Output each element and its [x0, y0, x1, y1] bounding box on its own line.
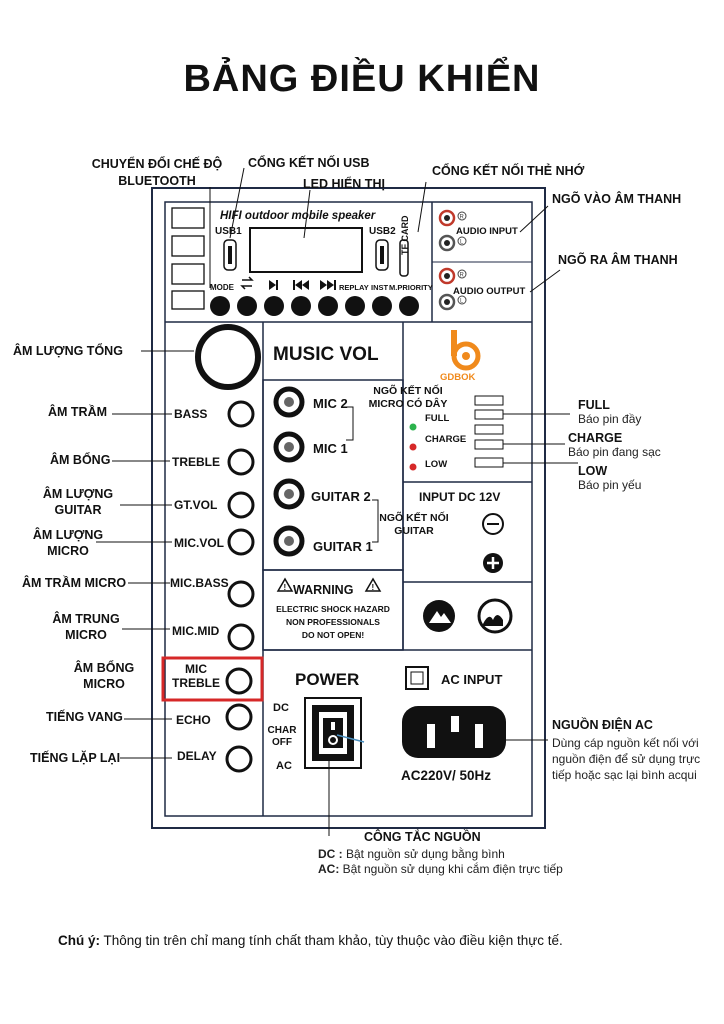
callout-guitar-in: NGÕ KẾT NỐI GUITAR: [379, 512, 449, 537]
usb1-label: USB1: [215, 226, 242, 237]
callout-treble: ÂM BỔNG: [50, 453, 111, 467]
ac-rating-label: AC220V/ 50Hz: [401, 768, 492, 783]
knob-label-bass: BASS: [174, 407, 208, 421]
jack-label-guitar1: GUITAR 1: [313, 539, 373, 554]
callout-mic-bass: ÂM TRẦM MICRO: [22, 576, 127, 590]
inst-label: INST: [371, 283, 389, 292]
knob-label-mic-treble: MIC TREBLE: [172, 662, 220, 690]
knob-label-mic-bass: MIC.BASS: [170, 576, 229, 590]
callout-bass: ÂM TRẦM: [48, 405, 108, 419]
callout-charge-title: CHARGE: [568, 431, 623, 445]
warning-line1: ELECTRIC SHOCK HAZARD: [276, 604, 390, 614]
switch-charoff-label: CHAR OFF: [267, 725, 297, 748]
brand-logo-icon: [451, 330, 481, 371]
music-vol-label: MUSIC VOL: [273, 344, 379, 365]
knob-label-gt-vol: GT.VOL: [174, 498, 218, 512]
warning-title: WARNING: [293, 583, 354, 597]
callout-usb: CỔNG KẾT NỐI USB: [248, 156, 370, 170]
footer-note: Chú ý: Thông tin trên chỉ mang tính chất…: [58, 933, 563, 948]
power-label: POWER: [295, 670, 360, 689]
callout-switch-title: CÔNG TẮC NGUỒN: [364, 830, 481, 844]
callout-master-vol: ÂM LƯỢNG TỔNG: [13, 344, 123, 358]
callout-low-desc: Báo pin yếu: [578, 478, 642, 492]
callout-delay: TIẾNG LẶP LẠI: [30, 751, 121, 765]
usb2-label: USB2: [369, 226, 396, 237]
input-jacks: [273, 386, 305, 557]
led-green: [409, 423, 417, 431]
svg-text:R: R: [460, 215, 465, 221]
warning-line3: DO NOT OPEN!: [301, 630, 365, 640]
side-knobs: [225, 400, 255, 773]
brand-name: GDBOK: [440, 372, 476, 383]
led-red-charge: [409, 443, 417, 451]
knob-label-treble: TREBLE: [172, 455, 220, 469]
tf-card-slot: [399, 239, 409, 277]
mpriority-label: M.PRIORITY: [389, 283, 433, 292]
tf-card-label: TF CARD: [400, 215, 410, 256]
switch-ac-label: AC: [276, 760, 292, 772]
gauge-icon: [477, 598, 513, 634]
knob-label-echo: ECHO: [176, 713, 211, 727]
led-label-low: LOW: [425, 459, 448, 470]
button-row: [210, 296, 419, 316]
svg-text:!: !: [284, 583, 287, 592]
svg-text:!: !: [372, 583, 375, 592]
callout-echo: TIẾNG VANG: [46, 710, 123, 724]
callout-switch-ac: AC: Bật nguồn sử dụng khi cắm điện trực …: [318, 862, 563, 876]
led-label-charge: CHARGE: [425, 434, 467, 445]
music-vol-knob: [195, 324, 261, 390]
callout-audio-in: NGÕ VÀO ÂM THANH: [552, 192, 682, 206]
callout-low-title: LOW: [578, 464, 608, 478]
mode-label: MODE: [210, 283, 234, 292]
callout-bluetooth-mode: CHUYỂN ĐỔI CHẾ ĐỘ BLUETOOTH: [91, 157, 223, 188]
audio-output-label: AUDIO OUTPUT: [453, 286, 526, 297]
callout-guitar-vol: ÂM LƯỢNG GUITAR: [42, 487, 114, 517]
callout-mic-in: NGÕ KẾT NỐI MICRO CÓ DÂY: [368, 385, 448, 410]
led-red-low: [409, 463, 417, 471]
callout-mic-mid: ÂM TRUNG MICRO: [52, 612, 120, 642]
svg-text:L: L: [460, 299, 464, 305]
jack-label-guitar2: GUITAR 2: [311, 489, 371, 504]
input-dc-label: INPUT DC 12V: [419, 490, 501, 504]
callout-switch-dc: DC : Bật nguồn sử dụng bằng bình: [318, 847, 505, 861]
jack-label-mic2: MIC 2: [313, 396, 348, 411]
switch-dc-label: DC: [273, 702, 289, 714]
led-label-full: FULL: [425, 413, 450, 424]
callout-ac-desc: Dùng cáp nguồn kết nối với nguồn điện để…: [552, 736, 701, 782]
panel-outer: [151, 187, 546, 829]
mic-treble-highlight: [161, 656, 264, 702]
led-display: [249, 227, 363, 273]
callout-mic-treble: ÂM BỔNG MICRO: [73, 661, 135, 691]
callout-mic-vol: ÂM LƯỢNG MICRO: [32, 528, 104, 558]
svg-text:L: L: [460, 240, 464, 246]
audio-input-label: AUDIO INPUT: [456, 226, 518, 237]
callout-audio-out: NGÕ RA ÂM THANH: [558, 253, 678, 267]
panel-inner: [164, 201, 533, 817]
callout-charge-desc: Báo pin đang sạc: [568, 445, 661, 459]
page-title: BẢNG ĐIỀU KHIỂN: [183, 58, 541, 100]
callout-full-desc: Báo pin đầy: [578, 412, 642, 426]
svg-text:R: R: [460, 273, 465, 279]
warning-line2: NON PROFESSIONALS: [286, 617, 380, 627]
knob-label-mic-mid: MIC.MID: [172, 624, 220, 638]
speaker-text: HIFI outdoor mobile speaker: [220, 210, 376, 222]
knob-label-delay: DELAY: [177, 749, 217, 763]
callout-tf: CỔNG KẾT NỐI THẺ NHỚ: [432, 164, 585, 178]
knob-label-mic-vol: MIC.VOL: [174, 536, 224, 550]
ac-input-label: AC INPUT: [441, 672, 503, 687]
callout-ac-title: NGUỒN ĐIỆN AC: [552, 718, 653, 732]
jack-label-mic1: MIC 1: [313, 441, 348, 456]
replay-label: REPLAY: [339, 283, 369, 292]
callout-led: LED HIỂN THỊ: [303, 177, 385, 191]
callout-full-title: FULL: [578, 398, 610, 412]
